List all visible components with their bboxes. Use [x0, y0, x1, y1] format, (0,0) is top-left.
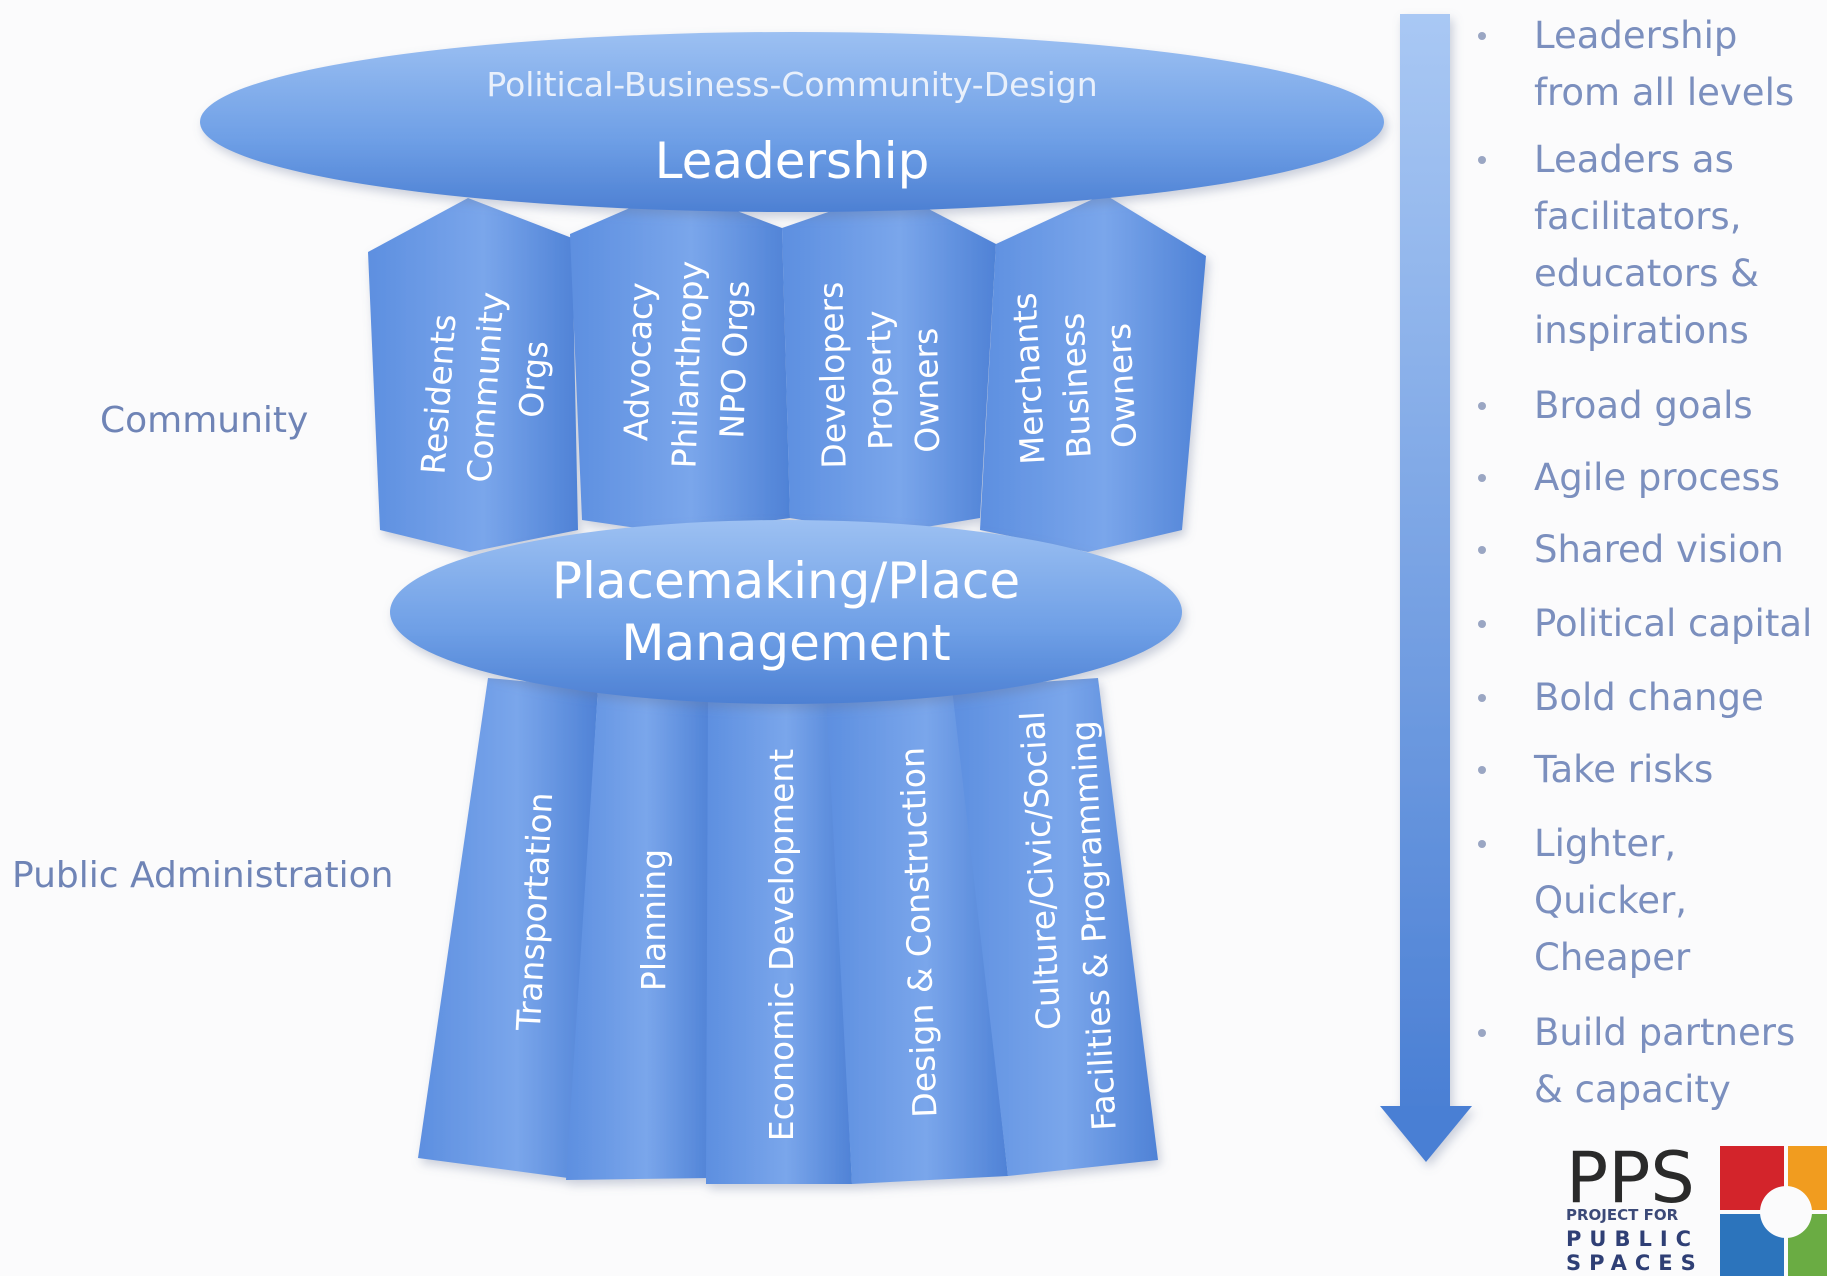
bullet-item-line: Political capital [1534, 602, 1812, 645]
admin-label-planning: Planning [634, 849, 673, 991]
pps-logo: PPS PROJECT FOR PUBLIC SPACES [1566, 1137, 1827, 1276]
leadership-ellipse [200, 32, 1384, 212]
pps-wordmark: PPS [1566, 1137, 1695, 1219]
bullet-item-line: Broad goals [1534, 384, 1753, 427]
bullet-item-line: Take risks [1533, 748, 1713, 791]
pillar2-line3: NPO Orgs [712, 280, 756, 439]
leadership-subtitle: Political-Business-Community-Design [486, 65, 1097, 104]
pps-logo-mark [1720, 1146, 1827, 1276]
pillar3-line3: Owners [906, 327, 947, 453]
bullet-item-line: Leaders as [1534, 138, 1734, 181]
admin-label-economic-development: Economic Development [762, 749, 801, 1141]
admin-column-culture-civic-social [952, 678, 1158, 1176]
community-label: Community [100, 400, 308, 441]
logo-circle [1760, 1186, 1812, 1238]
admin-column-design-construction [826, 688, 1008, 1184]
bullet-item-line: Bold change [1534, 676, 1764, 719]
bullet-item-line: Build partners [1534, 1011, 1795, 1054]
bullet-item-line: Shared vision [1534, 528, 1784, 571]
pps-line2: PUBLIC [1566, 1227, 1699, 1251]
community-pillar-developers [782, 190, 996, 534]
pillar4-line3: Owners [1099, 322, 1144, 449]
bullet-item-line: Agile process [1534, 456, 1780, 499]
down-arrow [1380, 14, 1472, 1162]
public-administration-label: Public Administration [12, 855, 393, 896]
bullet-item-line: Quicker, [1534, 879, 1687, 922]
bullet-dot [1478, 156, 1486, 164]
bullet-item-line: facilitators, [1534, 195, 1741, 238]
bullet-dot [1478, 766, 1486, 774]
bullet-item-line: inspirations [1534, 309, 1749, 352]
community-pillar-merchants [980, 194, 1206, 552]
admin-column-transportation [418, 678, 598, 1178]
community-pillar-advocacy [570, 188, 790, 534]
pillar3-line1: Developers [811, 281, 853, 469]
pillar4-line2: Business [1052, 312, 1099, 459]
admin-column-planning [566, 688, 712, 1180]
bullet-dot [1478, 694, 1486, 702]
bullet-dot [1478, 840, 1486, 848]
placemaking-line2: Management [621, 614, 950, 672]
placemaking-ellipse [390, 520, 1182, 704]
community-pillar-residents [368, 198, 578, 552]
pillar3-line2: Property [859, 310, 900, 450]
bullet-dot [1478, 402, 1486, 410]
pillar1-line3: Orgs [511, 339, 555, 419]
pillar2-line2: Philanthropy [664, 260, 710, 469]
bullet-item-line: Lighter, [1534, 822, 1676, 865]
pps-line3: SPACES [1566, 1251, 1704, 1275]
bullet-item-line: Leadership [1534, 14, 1737, 57]
pps-line1: PROJECT FOR [1566, 1206, 1679, 1224]
community-pillar-labels: Residents Community Orgs Advocacy Philan… [413, 260, 1144, 484]
pillar4-line1: Merchants [1005, 292, 1053, 466]
bullet-dot [1478, 620, 1486, 628]
admin-column-economic-development [706, 694, 852, 1184]
admin-columns [418, 678, 1158, 1184]
pillar2-line1: Advocacy [616, 282, 661, 442]
bullet-dot [1478, 1029, 1486, 1037]
bullet-item-line: Cheaper [1534, 936, 1691, 979]
admin-column-labels: Transportation Planning Economic Develop… [509, 710, 1124, 1141]
bullet-dot [1478, 32, 1486, 40]
bullet-item-line: from all levels [1534, 71, 1794, 114]
placemaking-line1: Placemaking/Place [552, 552, 1020, 610]
bullet-item-line: educators & [1534, 252, 1759, 295]
bullet-dot [1478, 474, 1486, 482]
bullet-dot [1478, 546, 1486, 554]
community-pillars [368, 188, 1206, 552]
leadership-title: Leadership [655, 132, 930, 190]
bullet-item-line: & capacity [1534, 1068, 1731, 1111]
